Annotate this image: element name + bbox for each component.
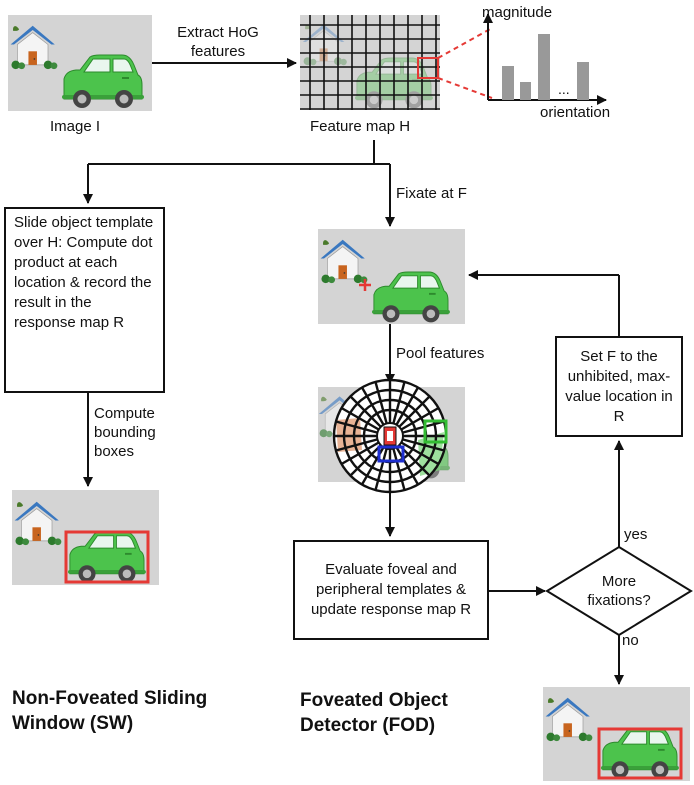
image-label: Image I: [50, 118, 101, 135]
zoom-line-bottom: [437, 77, 493, 99]
pooling-spoke: [400, 441, 440, 466]
pooling-spoke: [402, 420, 445, 434]
pooling-spoke: [398, 395, 431, 428]
set-f-text: Set F to the unhibited, max-value locati…: [565, 347, 673, 425]
pooling-spoke: [392, 381, 406, 424]
histogram-ellipsis: ...: [558, 81, 570, 97]
histogram-bar: [520, 82, 531, 100]
foveal-region: [377, 445, 405, 463]
sw-title: Non-Foveated Sliding Window (SW): [12, 688, 208, 734]
pooling-spoke: [402, 438, 445, 452]
pool-label: Pool features: [396, 345, 485, 362]
pooling-spoke: [349, 395, 382, 428]
histogram-bar: [577, 62, 589, 100]
feature-map-label: Feature map H: [310, 118, 411, 135]
peripheral-region: [423, 419, 448, 444]
hog-histogram: ... magnitude orientation: [482, 4, 610, 121]
pooling-spoke: [340, 441, 380, 466]
decision-diamond: [545, 545, 693, 637]
pooling-spoke: [335, 438, 378, 452]
fod-bounding-box: [597, 727, 683, 780]
decision-line-2: fixations?: [587, 592, 650, 609]
input-image: [8, 15, 152, 111]
pooling-spoke: [374, 381, 388, 424]
yes-label: yes: [624, 526, 648, 543]
pooling-spoke: [340, 406, 380, 431]
feature-map-image: [300, 15, 440, 110]
pooling-spoke: [360, 386, 385, 426]
fod-title: Foveated Object Detector (FOD): [300, 690, 448, 736]
pooling-spoke: [349, 444, 382, 477]
pooling-spoke: [395, 386, 420, 426]
sw-bounding-box: [64, 530, 150, 584]
set-f-box: Set F to the unhibited, max-value locati…: [555, 336, 683, 437]
no-label: no: [622, 632, 639, 649]
histogram-x-label: orientation: [540, 104, 610, 121]
evaluate-text: Evaluate foveal and peripheral templates…: [310, 561, 472, 618]
histogram-y-label: magnitude: [482, 4, 552, 21]
fixation-point: [359, 279, 371, 291]
pooling-spoke: [335, 420, 378, 434]
pooling-spoke: [395, 446, 420, 486]
pooling-image: [318, 378, 465, 494]
pooling-spoke: [392, 448, 406, 491]
compute-bbox-label: Compute bounding boxes: [94, 405, 156, 460]
histogram-bar: [538, 34, 550, 100]
hog-cell-highlight: [417, 57, 439, 79]
evaluate-box: Evaluate foveal and peripheral templates…: [293, 540, 489, 640]
pooling-spoke: [374, 448, 388, 491]
sliding-window-box: Slide object template over H: Compute do…: [4, 207, 165, 393]
fixation-image: [318, 229, 465, 324]
pooling-spoke: [400, 406, 440, 431]
extract-label: Extract HoG features: [177, 24, 259, 60]
fod-result-image: [543, 687, 690, 781]
histogram-bar: [502, 66, 514, 100]
sw-result-image: [12, 490, 159, 585]
decision-line-1: More: [602, 573, 636, 590]
fixate-label: Fixate at F: [396, 185, 467, 202]
zoom-line-top: [437, 27, 493, 59]
